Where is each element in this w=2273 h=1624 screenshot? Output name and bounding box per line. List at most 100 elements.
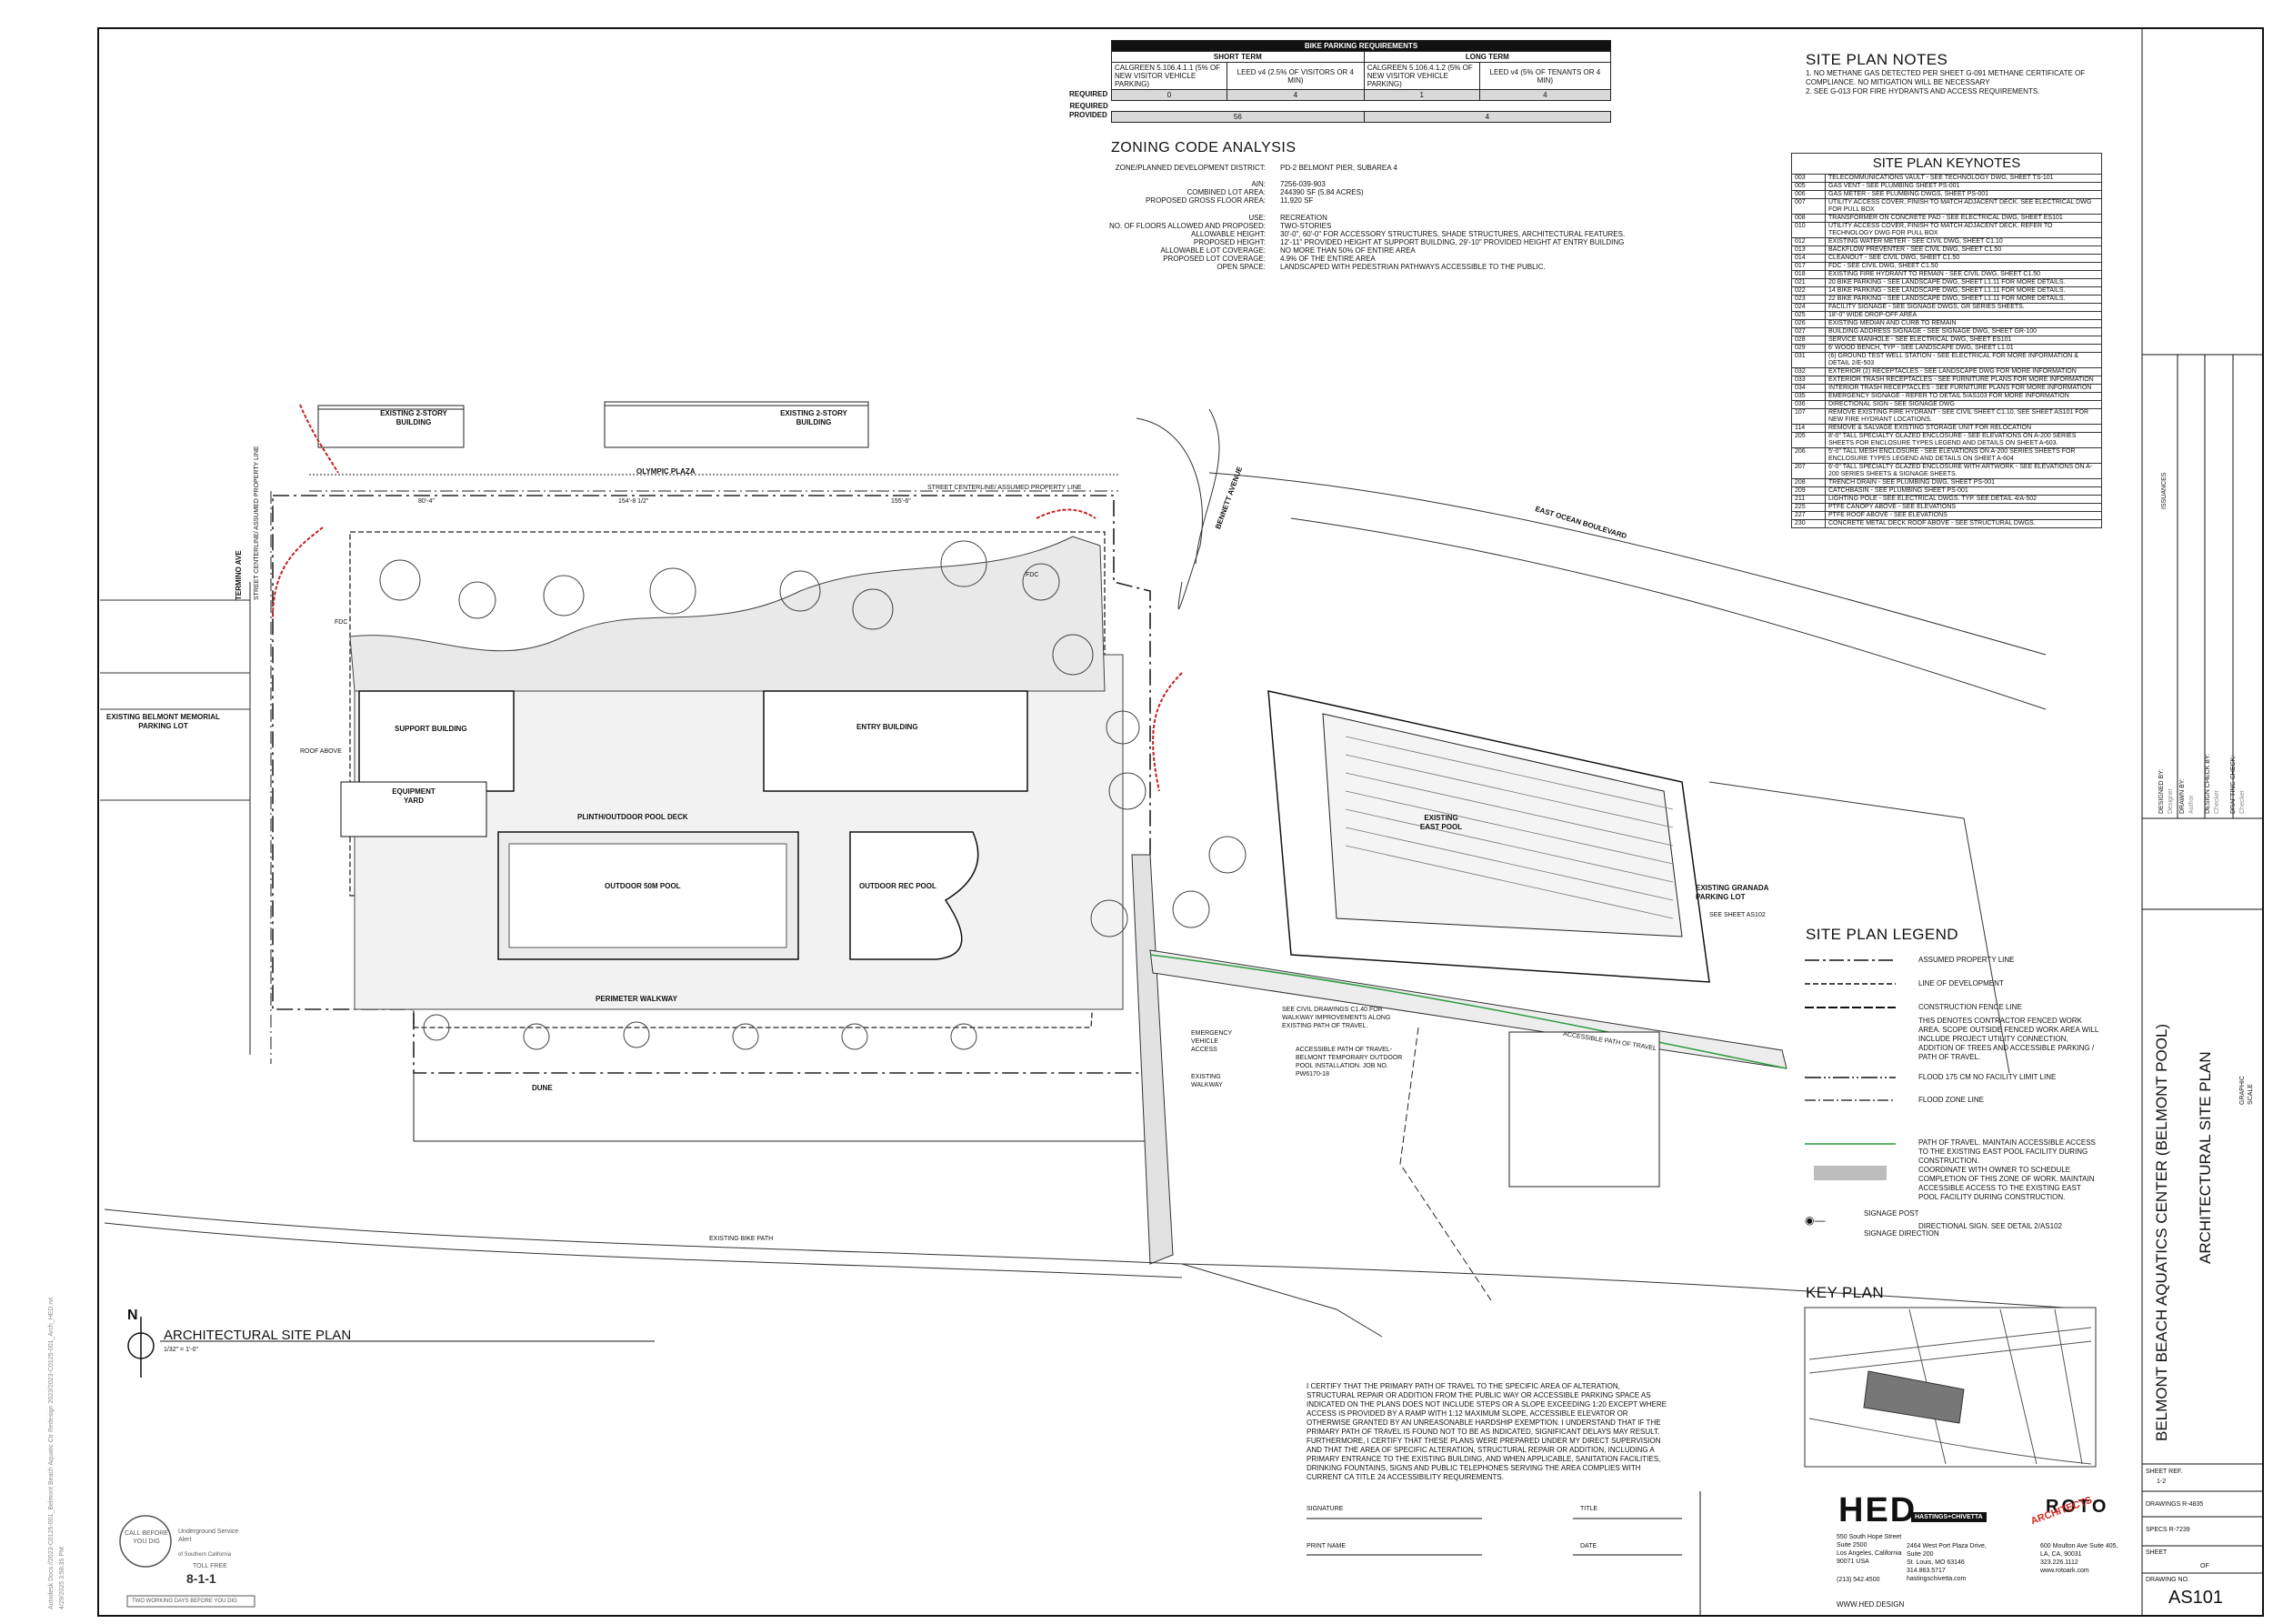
site-plan-linework [100, 354, 2263, 1616]
keynote-text: EXISTING MEDIAN AND CURB TO REMAIN [1825, 319, 2102, 328]
hc-address-4: 314.863.5717 [1907, 1568, 1946, 1574]
drawing-no-label: DRAWING NO. [2146, 1577, 2189, 1583]
roto-phone: 323.226.1112 [2040, 1559, 2078, 1566]
zoning-label: ZONE/PLANNED DEVELOPMENT DISTRICT: [1115, 164, 1266, 172]
keynote-number: 205 [1791, 432, 1826, 448]
keynote-number: 032 [1791, 367, 1826, 376]
roto-address-2: LA, CA, 90031 [2040, 1551, 2082, 1558]
hed-address-2: Suite 2500 [1837, 1542, 1867, 1549]
zoning-title: ZONING CODE ANALYSIS [1111, 140, 1297, 155]
roto-logo: ROTO [2046, 1497, 2109, 1517]
existing-2story-building-b: EXISTING 2-STORY BUILDING [780, 409, 847, 426]
keynote-text: 20 BIKE PARKING - SEE LANDSCAPE DWG, SHE… [1825, 278, 2102, 287]
plan-title: ARCHITECTURAL SITE PLAN [164, 1328, 352, 1343]
signage-post-icon: ◉— [1805, 1214, 1826, 1227]
support-building-label: SUPPORT BUILDING [395, 725, 467, 733]
zoning-value: 12'-11" PROVIDED HEIGHT AT SUPPORT BUILD… [1280, 238, 1625, 246]
granada-parking-label: EXISTING GRANADA PARKING LOT [1696, 884, 1769, 901]
olympic-plaza-label: OLYMPIC PLAZA [636, 467, 696, 476]
dune-label: DUNE [532, 1084, 553, 1092]
zoning-label: PROPOSED GROSS FLOOR AREA: [1145, 196, 1266, 205]
zoning-value: 7256-039-903 [1280, 180, 1326, 188]
zoning-label: ALLOWABLE LOT COVERAGE: [1160, 246, 1266, 255]
sheet-title: ARCHITECTURAL SITE PLAN [2197, 1051, 2214, 1264]
dig-alert-ring: CALL BEFORE YOU DIG [125, 1530, 168, 1545]
termino-ave-label: TERMINO AVE [235, 550, 243, 600]
hed-address-3: Los Angeles, California [1837, 1550, 1902, 1557]
key-plan-title: KEY PLAN [1806, 1284, 1885, 1301]
site-plan-legend-title: SITE PLAN LEGEND [1806, 926, 1958, 943]
keynote-text: 5'-0" TALL MESH ENCLOSURE - SEE ELEVATIO… [1825, 447, 2102, 464]
keynote-number: 010 [1791, 222, 1826, 238]
keynote-number: 006 [1791, 190, 1826, 199]
hc-website: hastingschivetta.com [1907, 1576, 1967, 1582]
keynote-number: 034 [1791, 384, 1826, 393]
bike-parking-table: BIKE PARKING REQUIREMENTS SHORT TERM LON… [1070, 40, 1612, 123]
keynote-number: 014 [1791, 254, 1826, 263]
keynote-text: PTFE ROOF ABOVE - SEE ELEVATIONS [1825, 511, 2102, 520]
required-1: 4 [1227, 89, 1365, 101]
keynote-text: UTILITY ACCESS COVER, FINISH TO MATCH AD… [1825, 222, 2102, 238]
keynote-text: CATCHBASIN - SEE PLUMBING SHEET PS-001 [1825, 486, 2102, 496]
fdc-label-1: FDC [335, 619, 348, 626]
keynote-text: CLEANOUT - SEE CIVIL DWG, SHEET C1.50 [1825, 254, 2102, 263]
plan-scale: 1/32" = 1'-0" [164, 1347, 199, 1353]
title-label: TITLE [1580, 1506, 1598, 1512]
dig-alert-sub: of Southern California [178, 1552, 232, 1558]
site-plan-notes-title: SITE PLAN NOTES [1806, 51, 1948, 68]
keynote-text: REMOVE & SALVAGE EXISTING STORAGE UNIT F… [1825, 424, 2102, 433]
drafting-check-label: DRAFTING CHECK: [2230, 755, 2237, 814]
keynote-number: 021 [1791, 278, 1826, 287]
hed-logo: HED [1838, 1491, 1918, 1529]
perimeter-walkway-label: PERIMETER WALKWAY [596, 995, 677, 1003]
zoning-value: PD-2 BELMONT PIER, SUBAREA 4 [1280, 164, 1397, 172]
keynote-number: 031 [1791, 352, 1826, 368]
keynote-number: 114 [1791, 424, 1826, 433]
keynote-number: 036 [1791, 400, 1826, 409]
keynote-text: INTERIOR TRASH RECEPTACLES - SEE FURNITU… [1825, 384, 2102, 393]
keynote-number: 206 [1791, 447, 1826, 464]
keynote-text: EXISTING FIRE HYDRANT TO REMAIN - SEE CI… [1825, 270, 2102, 279]
print-name-label: PRINT NAME [1307, 1543, 1347, 1549]
legend-coordinate-zone: COORDINATE WITH OWNER TO SCHEDULE COMPLE… [1918, 1166, 2095, 1201]
keynote-number: 013 [1791, 246, 1826, 255]
keynote-number: 007 [1791, 198, 1826, 215]
roto-address-1: 600 Moulton Ave Suite 405, [2040, 1543, 2118, 1549]
zoning-value: 244390 SF (5.84 ACRES) [1280, 188, 1364, 196]
legend-path-of-travel: PATH OF TRAVEL. MAINTAIN ACCESSIBLE ACCE… [1918, 1138, 2096, 1165]
required-3: 4 [1478, 89, 1612, 101]
civil-drawing-note: SEE CIVIL DRAWINGS C1.40 FOR WALKWAY IMP… [1282, 1007, 1391, 1029]
keynote-number: 208 [1791, 478, 1826, 487]
sheet-ref-label: SHEET REF. [2146, 1469, 2183, 1475]
keynote-text: LIGHTING POLE - SEE ELECTRICAL DWGS. TYP… [1825, 495, 2102, 504]
keynote-text: (6) GROUND TEST WELL STATION - SEE ELECT… [1825, 352, 2102, 368]
keynote-number: 027 [1791, 327, 1826, 336]
keynote-text: REMOVE EXISTING FIRE HYDRANT - SEE CIVIL… [1825, 408, 2102, 425]
zoning-value: NO MORE THAN 50% OF ENTIRE AREA [1280, 246, 1416, 255]
legend-flood-zone: FLOOD ZONE LINE [1918, 1096, 1985, 1104]
keynote-number: 029 [1791, 344, 1826, 353]
keynote-text: EXTERIOR TRASH RECEPTACLES - SEE FURNITU… [1825, 376, 2102, 385]
keynote-text: GAS VENT - SEE PLUMBING SHEET PS-001 [1825, 182, 2102, 191]
bike-table-title: BIKE PARKING REQUIREMENTS [1111, 40, 1611, 52]
hc-address-3: St. Louis, MO 63146 [1907, 1559, 1965, 1566]
fdc-label-2: FDC [1026, 572, 1039, 578]
signature-label: SIGNATURE [1307, 1506, 1344, 1512]
keynote-row: 031(6) GROUND TEST WELL STATION - SEE EL… [1791, 352, 2102, 368]
zoning-value: 11,920 SF [1280, 196, 1314, 205]
hed-address-4: 90071 USA [1837, 1559, 1869, 1565]
keynote-text: FACILITY SIGNAGE - SEE SIGNAGE DWGS, GR … [1825, 303, 2102, 312]
keynote-text: TRANSFORMER ON CONCRETE PAD - SEE ELECTR… [1825, 214, 2102, 223]
